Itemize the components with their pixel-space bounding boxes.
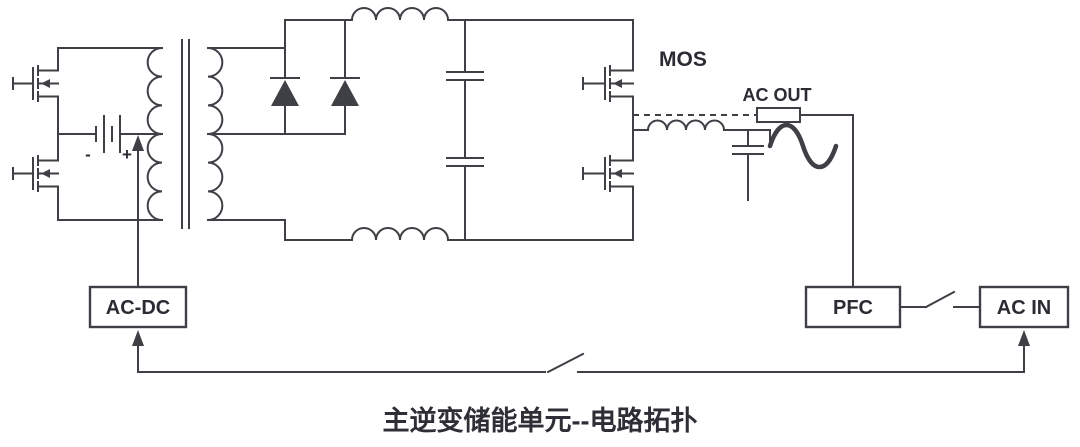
diode-icon [271, 80, 299, 106]
transformer-core [181, 39, 190, 229]
mos-label: MOS [659, 48, 707, 71]
mosfet-arrow-icon [613, 169, 622, 178]
ac-out-branch: AC OUT [633, 85, 854, 288]
rectifier [207, 19, 360, 241]
input-rails [57, 47, 163, 221]
ac-dc-box: AC-DC [88, 285, 188, 329]
battery-minus-label: - [85, 145, 91, 164]
top-rail-inductor [284, 7, 634, 22]
mosfet-arrow-icon [613, 79, 622, 88]
ac-out-component [756, 107, 801, 123]
inverter-mosfet-bottom [582, 155, 634, 241]
transformer-primary-winding [146, 46, 164, 222]
bottom-rail-inductor [284, 227, 634, 242]
mosfet-arrow-icon [41, 79, 50, 88]
mosfet-arrow-icon [41, 169, 50, 178]
diode-icon [331, 80, 359, 106]
pfc-box: PFC [804, 285, 902, 329]
pfc-riser [799, 114, 854, 288]
up-arrow-icon [132, 135, 144, 151]
ac-out-label: AC OUT [743, 85, 812, 105]
up-arrow-icon [132, 330, 144, 346]
ac-in-label: AC IN [997, 297, 1051, 319]
grid-switch [899, 290, 981, 309]
secondary-leads [207, 47, 346, 241]
output-filter [632, 119, 839, 201]
bypass-switch-icon [546, 352, 585, 374]
diagram-title: 主逆变储能单元--电路拓扑 [383, 405, 698, 436]
ac-in-box: AC IN [978, 285, 1070, 329]
bus-capacitors [446, 19, 484, 241]
dc-bus [284, 7, 634, 242]
input-mosfet-top [12, 47, 59, 135]
ac-dc-label: AC-DC [106, 297, 170, 319]
output-inductor-capacitor [632, 119, 771, 201]
battery: - + [57, 115, 163, 164]
rectifier-diode-1 [270, 19, 300, 135]
input-mosfet-bottom [12, 133, 59, 221]
up-arrow-icon [1018, 330, 1030, 346]
pfc-label: PFC [833, 297, 873, 319]
battery-icon [57, 115, 163, 153]
rectifier-diode-2 [330, 19, 360, 135]
battery-plus-label: + [122, 145, 132, 164]
ac-wave-icon [767, 123, 839, 169]
bypass-line [132, 330, 1030, 374]
switch-icon [899, 290, 981, 309]
acdc-feed-arrow [132, 135, 144, 288]
inverter-mosfet-top [582, 19, 634, 162]
